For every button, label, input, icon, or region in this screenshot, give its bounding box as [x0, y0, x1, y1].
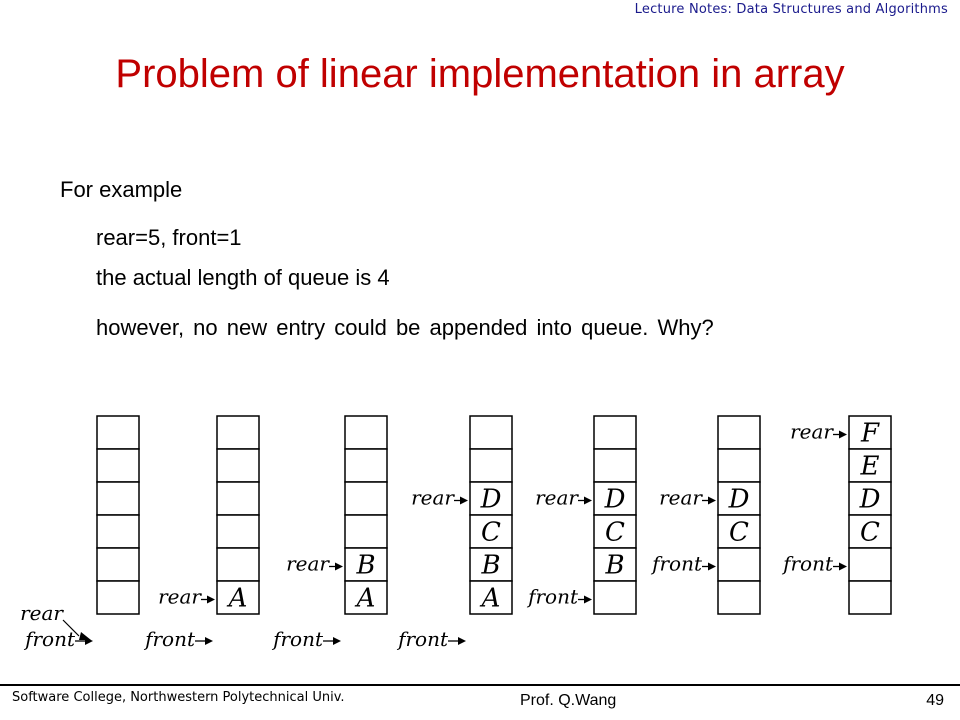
queue-4-rear-arrow-head [584, 496, 592, 505]
queue-5-cell-0 [717, 415, 761, 450]
footer-school: Software College, Northwestern Polytechn… [12, 690, 345, 705]
queue-1-cell-5 [216, 580, 260, 615]
queue-5-cell-3-label: C [729, 518, 749, 548]
slide-title: Problem of linear implementation in arra… [115, 52, 845, 96]
queue-6-cell-3-label: C [860, 518, 880, 548]
footer-author: Prof. Q.Wang [520, 692, 617, 709]
queue-0-rear-arrow [62, 619, 80, 637]
queue-4-cell-5 [593, 580, 637, 615]
queue-6-cell-3 [848, 514, 892, 549]
queue-3-rear-arrow-head [460, 496, 468, 505]
queue-2-cell-1 [344, 448, 388, 483]
queue-1-front-label: front [143, 627, 196, 651]
queue-4-cell-4-label: B [604, 551, 624, 581]
queue-6-cell-2-label: D [859, 485, 881, 515]
queue-6-cell-1-label: E [860, 452, 880, 482]
queue-4-cell-2 [593, 481, 637, 516]
queue-0-cell-3 [96, 514, 140, 549]
queue-1-cell-4 [216, 547, 260, 582]
queue-6-front-label: front [781, 552, 834, 576]
queue-6-cell-5 [848, 580, 892, 615]
body-line-length: the actual length of queue is 4 [96, 265, 390, 290]
queue-1-cell-5-label: A [227, 584, 248, 614]
queue-5-cell-2 [717, 481, 761, 516]
queue-4-cell-3-label: C [605, 518, 625, 548]
queue-0-rear-label: rear [20, 601, 64, 625]
queue-6-cell-1 [848, 448, 892, 483]
queue-4-front-arrow-head [584, 595, 592, 604]
queue-6-cell-4 [848, 547, 892, 582]
footer-page-number: 49 [926, 692, 944, 709]
queue-2-cell-4-label: B [355, 551, 375, 581]
queue-1-rear-label: rear [158, 585, 202, 609]
queue-4-cell-2-label: D [604, 485, 626, 515]
course-header: Lecture Notes: Data Structures and Algor… [634, 2, 948, 17]
queue-3-front-label: front [396, 627, 449, 651]
footer-rule [0, 684, 960, 686]
queue-2-cell-0 [344, 415, 388, 450]
queue-3-cell-4 [469, 547, 513, 582]
queue-3-cell-1 [469, 448, 513, 483]
queue-4-cell-1 [593, 448, 637, 483]
queue-0-cell-1 [96, 448, 140, 483]
queue-0-cell-0 [96, 415, 140, 450]
body-line-example: For example [60, 177, 183, 202]
queue-3-front-arrow-head [458, 637, 466, 645]
queue-6-cell-0-label: F [860, 419, 880, 449]
queue-5-front-arrow-head [708, 562, 716, 571]
queue-5-cell-2-label: D [728, 485, 750, 515]
queue-2-cell-5-label: A [355, 584, 376, 614]
queue-5-cell-3 [717, 514, 761, 549]
queue-2-rear-arrow-head [335, 562, 343, 571]
queue-3-cell-3-label: C [481, 518, 501, 548]
queue-5-rear-label: rear [659, 486, 703, 510]
queue-0-front-label: front [23, 627, 76, 651]
queue-6-cell-0 [848, 415, 892, 450]
queue-3-cell-5 [469, 580, 513, 615]
queue-3-rear-label: rear [411, 486, 455, 510]
queue-0-cell-2 [96, 481, 140, 516]
queue-2-rear-label: rear [286, 552, 330, 576]
queue-2-front-label: front [271, 627, 324, 651]
queue-3-cell-2-label: D [480, 485, 502, 515]
queue-1-cell-3 [216, 514, 260, 549]
queue-1-cell-2 [216, 481, 260, 516]
queue-5-front-label: front [650, 552, 703, 576]
queue-1-cell-1 [216, 448, 260, 483]
queue-5-cell-4 [717, 547, 761, 582]
body-line-indices: rear=5, front=1 [96, 225, 242, 250]
queue-5-rear-arrow-head [708, 496, 716, 505]
body-line-question: however, no new entry could be appended … [96, 315, 714, 340]
queue-6-rear-label: rear [790, 420, 834, 444]
queue-1-cell-0 [216, 415, 260, 450]
queue-2-front-arrow-head [333, 637, 341, 645]
queue-1-front-arrow-head [205, 637, 213, 645]
queue-3-cell-5-label: A [480, 584, 501, 614]
queue-4-front-label: front [526, 585, 579, 609]
queue-4-rear-label: rear [535, 486, 579, 510]
queue-6-rear-arrow-head [839, 430, 847, 439]
queue-0-cell-4 [96, 547, 140, 582]
queue-5-cell-1 [717, 448, 761, 483]
queue-2-cell-2 [344, 481, 388, 516]
queue-3-cell-3 [469, 514, 513, 549]
queue-4-cell-3 [593, 514, 637, 549]
queue-1-rear-arrow-head [207, 595, 215, 604]
queue-5-cell-5 [717, 580, 761, 615]
queue-2-cell-3 [344, 514, 388, 549]
queue-3-cell-0 [469, 415, 513, 450]
queue-3-cell-4-label: B [480, 551, 500, 581]
queue-0-rear-head [79, 632, 91, 640]
queue-4-cell-0 [593, 415, 637, 450]
queue-2-cell-5 [344, 580, 388, 615]
queue-0-cell-5 [96, 580, 140, 615]
queue-6-front-arrow-head [839, 562, 847, 571]
